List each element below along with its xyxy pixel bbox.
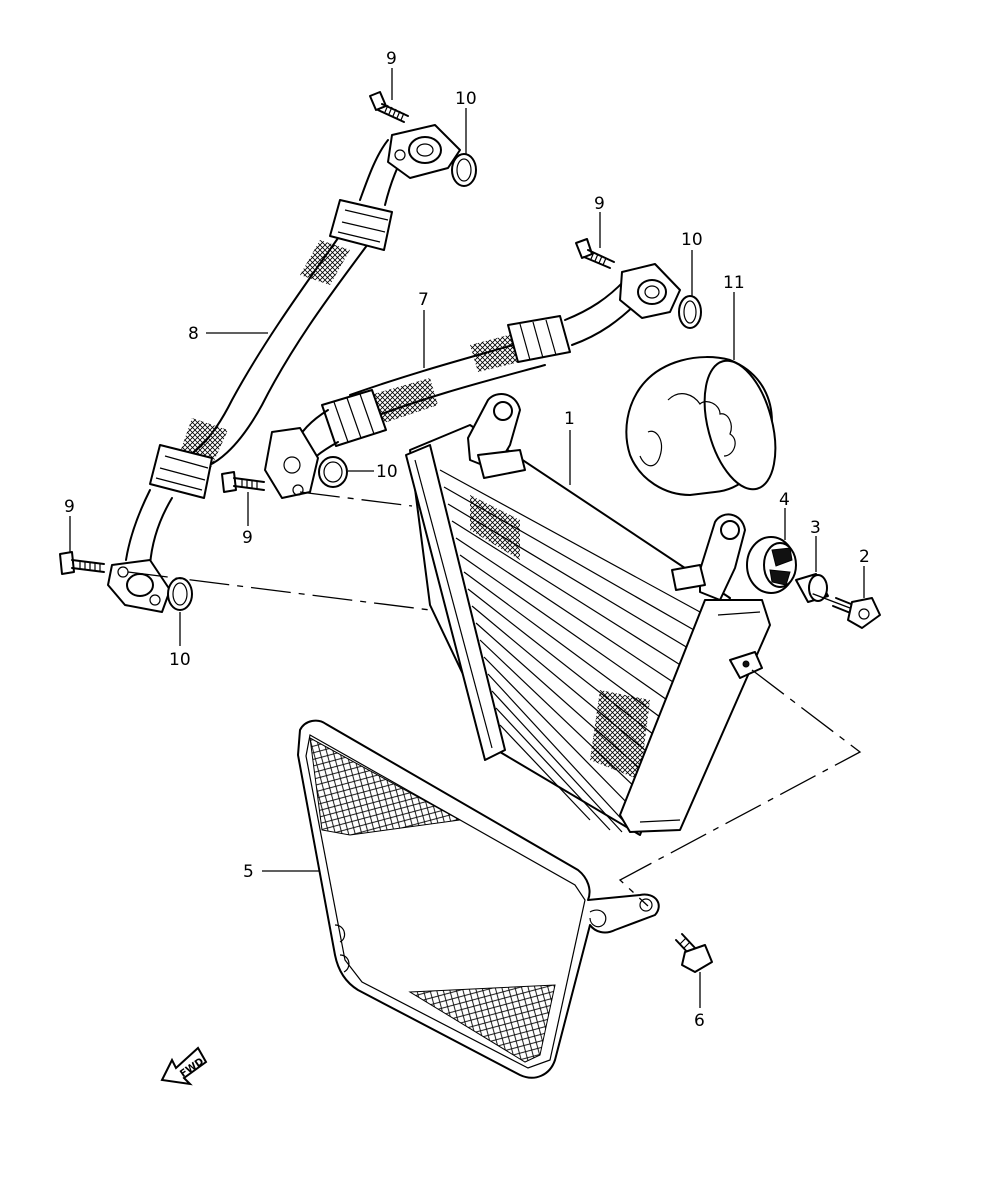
oil-hose-8 xyxy=(107,124,461,613)
callout-9-lower-left: 9 xyxy=(64,497,75,517)
bolt-2 xyxy=(832,566,881,629)
callout-1: 1 xyxy=(564,409,575,429)
alignment-lines xyxy=(127,491,862,907)
callout-11: 11 xyxy=(723,273,745,293)
bolt-9-top xyxy=(369,68,409,123)
oil-cooler-1 xyxy=(405,393,771,836)
callout-9-middle-left: 9 xyxy=(242,528,253,548)
cooler-guard-5 xyxy=(262,719,660,1079)
o-ring-10-top xyxy=(451,108,477,187)
callout-8: 8 xyxy=(188,324,199,344)
bolt-6 xyxy=(675,933,713,1008)
oil-filter-11 xyxy=(625,292,777,496)
callout-10-middle: 10 xyxy=(376,462,398,482)
callout-3: 3 xyxy=(810,518,821,538)
grommet-4 xyxy=(746,508,797,594)
callout-5: 5 xyxy=(243,862,254,882)
callout-10-bottom: 10 xyxy=(169,650,191,670)
callout-6: 6 xyxy=(694,1011,705,1031)
o-ring-10-bottom xyxy=(167,577,193,646)
o-ring-10-middle xyxy=(318,456,374,488)
fwd-arrow-icon: FWD xyxy=(160,1046,208,1086)
oil-hose-7 xyxy=(264,263,681,499)
bolt-9-middle-right xyxy=(575,212,615,269)
o-ring-10-right xyxy=(678,250,702,329)
callout-4: 4 xyxy=(779,490,790,510)
callout-9-top: 9 xyxy=(386,49,397,69)
collar-3 xyxy=(795,536,829,603)
bolt-9-lower-left xyxy=(59,516,105,575)
callout-2: 2 xyxy=(859,547,870,567)
callout-9-middle-right: 9 xyxy=(594,194,605,214)
callout-10-right: 10 xyxy=(681,230,703,250)
callout-7: 7 xyxy=(418,290,429,310)
bolt-9-middle-left xyxy=(221,471,265,526)
callout-10-top: 10 xyxy=(455,89,477,109)
